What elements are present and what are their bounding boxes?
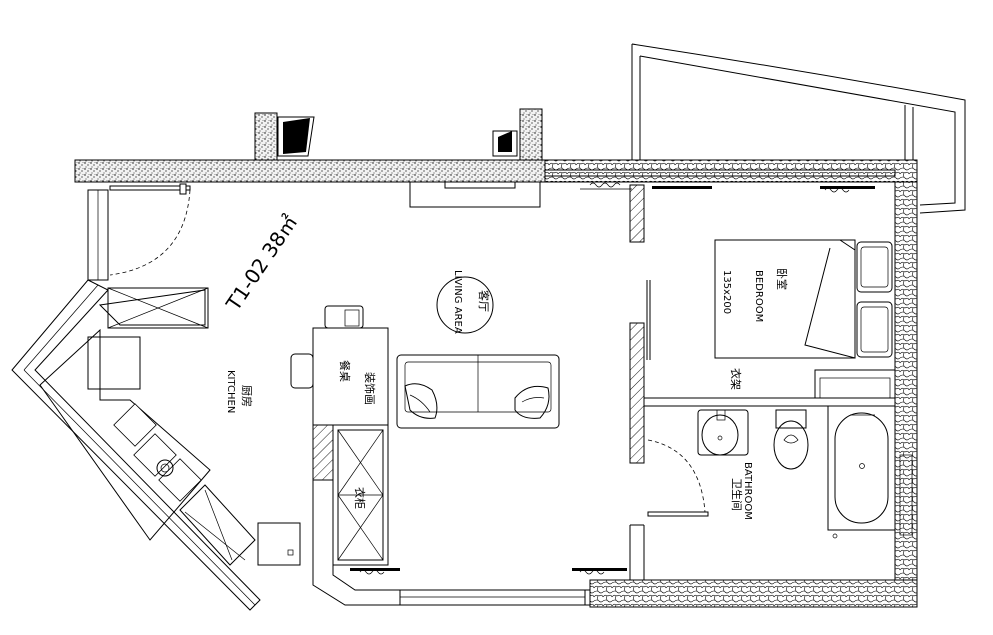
bathroom-label-cn: 卫生间 <box>730 478 744 511</box>
partition-stub-mid <box>629 322 645 464</box>
living <box>396 276 560 429</box>
bottom-wall <box>589 579 918 608</box>
basin-icon <box>701 414 739 456</box>
bedroom <box>714 239 896 399</box>
sofa-icon <box>396 354 560 429</box>
chair-top <box>324 305 364 329</box>
clothes-rack-label: 衣架 <box>729 368 743 390</box>
living-rug <box>436 276 494 334</box>
partition-stub-top <box>629 184 645 243</box>
kitchen-label-cn: 厨房 <box>240 385 253 407</box>
dining <box>290 305 389 566</box>
bedroom-label-en: BEDROOM <box>753 270 764 322</box>
kitchen <box>39 287 301 566</box>
toilet-icon <box>773 409 809 470</box>
top-wall <box>74 159 546 183</box>
walls <box>11 108 918 611</box>
doors <box>109 183 709 517</box>
kitchen-counter <box>113 403 202 502</box>
bedroom-label-cn: 卧室 <box>775 268 789 290</box>
partition-stub-left <box>312 424 334 481</box>
top-wall-pillar-left <box>254 112 278 161</box>
bathroom <box>697 405 913 539</box>
bathroom-label-en: BATHROOM <box>742 462 753 520</box>
decor-wall-label: 装饰画 <box>363 372 377 405</box>
plan-title: T1-02 38㎡ <box>221 211 303 316</box>
sink-icon <box>156 459 174 477</box>
top-wall-bedroom <box>544 159 918 183</box>
balcony <box>277 43 966 214</box>
bed-icon <box>714 239 893 359</box>
labels: T1-02 38㎡ 客厅 LIVING AREA 厨房 KITCHEN 卧室 B… <box>221 211 789 520</box>
top-wall-pillar-right <box>519 108 543 161</box>
chair-left <box>290 353 314 389</box>
wardrobe-label: 衣柜 <box>353 487 367 509</box>
sliding-doors <box>350 182 875 575</box>
bathtub-icon <box>827 405 896 531</box>
dining-table-label: 餐桌 <box>338 360 352 382</box>
right-wall <box>894 181 918 608</box>
living-label-en: LIVING AREA <box>452 270 463 334</box>
kitchen-label-en: KITCHEN <box>225 370 236 413</box>
bed-size-label: 135x200 <box>721 270 732 314</box>
living-label-cn: 客厅 <box>477 290 491 312</box>
